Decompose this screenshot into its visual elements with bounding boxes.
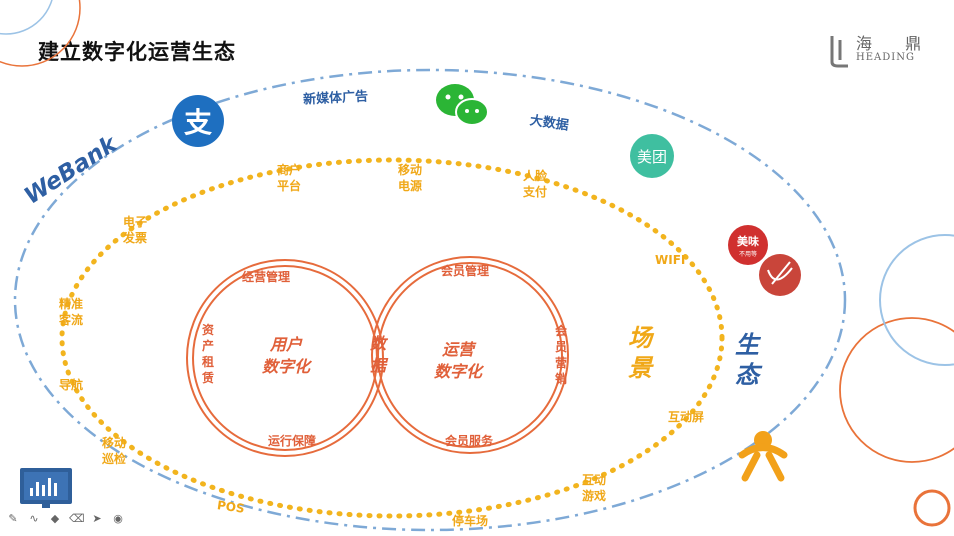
decor-circle-br-blue <box>879 234 954 366</box>
label-ecology: 生态 <box>735 331 759 389</box>
logo-mark-icon <box>830 36 848 68</box>
label-business-mgmt: 经营管理 <box>242 270 291 284</box>
label-face-pay: 人脸支付 <box>523 169 548 199</box>
label-scene: 场景 <box>628 324 652 382</box>
decor-circle-tl-orange <box>0 0 81 67</box>
wechat-icon[interactable] <box>436 84 489 126</box>
record-icon[interactable]: ◉ <box>113 512 123 525</box>
label-member-marketing: 会员营销 <box>555 324 568 386</box>
logo-text-cn: 海 鼎 <box>856 34 936 53</box>
decor-circle-tl-blue <box>0 0 53 35</box>
label-ops-digital: 运营数字化 <box>434 340 483 381</box>
pen-icon[interactable]: ✎ <box>8 512 18 525</box>
label-user-digital: 用户数字化 <box>262 335 311 376</box>
label-member-mgmt: 会员管理 <box>441 264 490 278</box>
svg-text:美团: 美团 <box>637 148 667 166</box>
decor-circle-br-orange <box>839 317 954 463</box>
label-mobile-patrol: 移动巡检 <box>102 436 127 466</box>
dining-logo-icon[interactable] <box>759 254 801 296</box>
venn-right-circle <box>371 256 569 454</box>
scene-ring <box>59 157 725 519</box>
label-e-invoice: 电子发票 <box>123 215 148 245</box>
shape-icon[interactable]: ◆ <box>50 512 60 525</box>
slide-title: 建立数字化运营生态 <box>38 40 236 64</box>
label-precise-flow: 精准客流 <box>59 297 84 327</box>
label-interactive-screen: 互动屏 <box>668 410 705 424</box>
decor-circle-small-orange <box>913 489 951 527</box>
alipay-icon[interactable]: 支 <box>172 95 224 147</box>
logo-text-en: HEADING <box>856 52 915 63</box>
label-navigation: 导航 <box>59 378 84 392</box>
venn-left-circle <box>186 259 384 457</box>
label-interactive-game: 互动游戏 <box>582 473 607 503</box>
label-asset-lease: 资产租赁 <box>202 323 215 385</box>
label-wifi: WIFI <box>655 253 686 267</box>
heading-logo: 海 鼎 HEADING <box>826 30 936 72</box>
monitor-chart-icon[interactable] <box>20 468 72 508</box>
svg-text:美味: 美味 <box>737 234 759 248</box>
person-icon <box>738 431 788 482</box>
label-parking: 停车场 <box>452 514 489 528</box>
svg-text:支: 支 <box>184 106 212 139</box>
eraser-icon[interactable]: ⌫ <box>69 512 85 525</box>
label-operation-guarantee: 运行保障 <box>268 434 317 448</box>
label-media-ad: 新媒体广告 <box>302 89 369 108</box>
label-mobile-power: 移动电源 <box>398 163 423 193</box>
curve-icon[interactable]: ∿ <box>29 512 39 525</box>
presentation-toolbar: ✎ ∿ ◆ ⌫ ➤ ◉ <box>6 512 125 525</box>
label-member-service: 会员服务 <box>445 434 494 448</box>
meituan-icon[interactable]: 美团 <box>630 134 674 178</box>
label-merchant: 商户平台 <box>277 163 302 193</box>
svg-text:不用等: 不用等 <box>739 250 757 258</box>
label-data: 数据 <box>370 334 387 375</box>
meiwei-icon[interactable]: 美味 不用等 <box>728 225 768 265</box>
pointer-icon[interactable]: ➤ <box>92 512 102 525</box>
ecology-ring <box>13 68 847 532</box>
